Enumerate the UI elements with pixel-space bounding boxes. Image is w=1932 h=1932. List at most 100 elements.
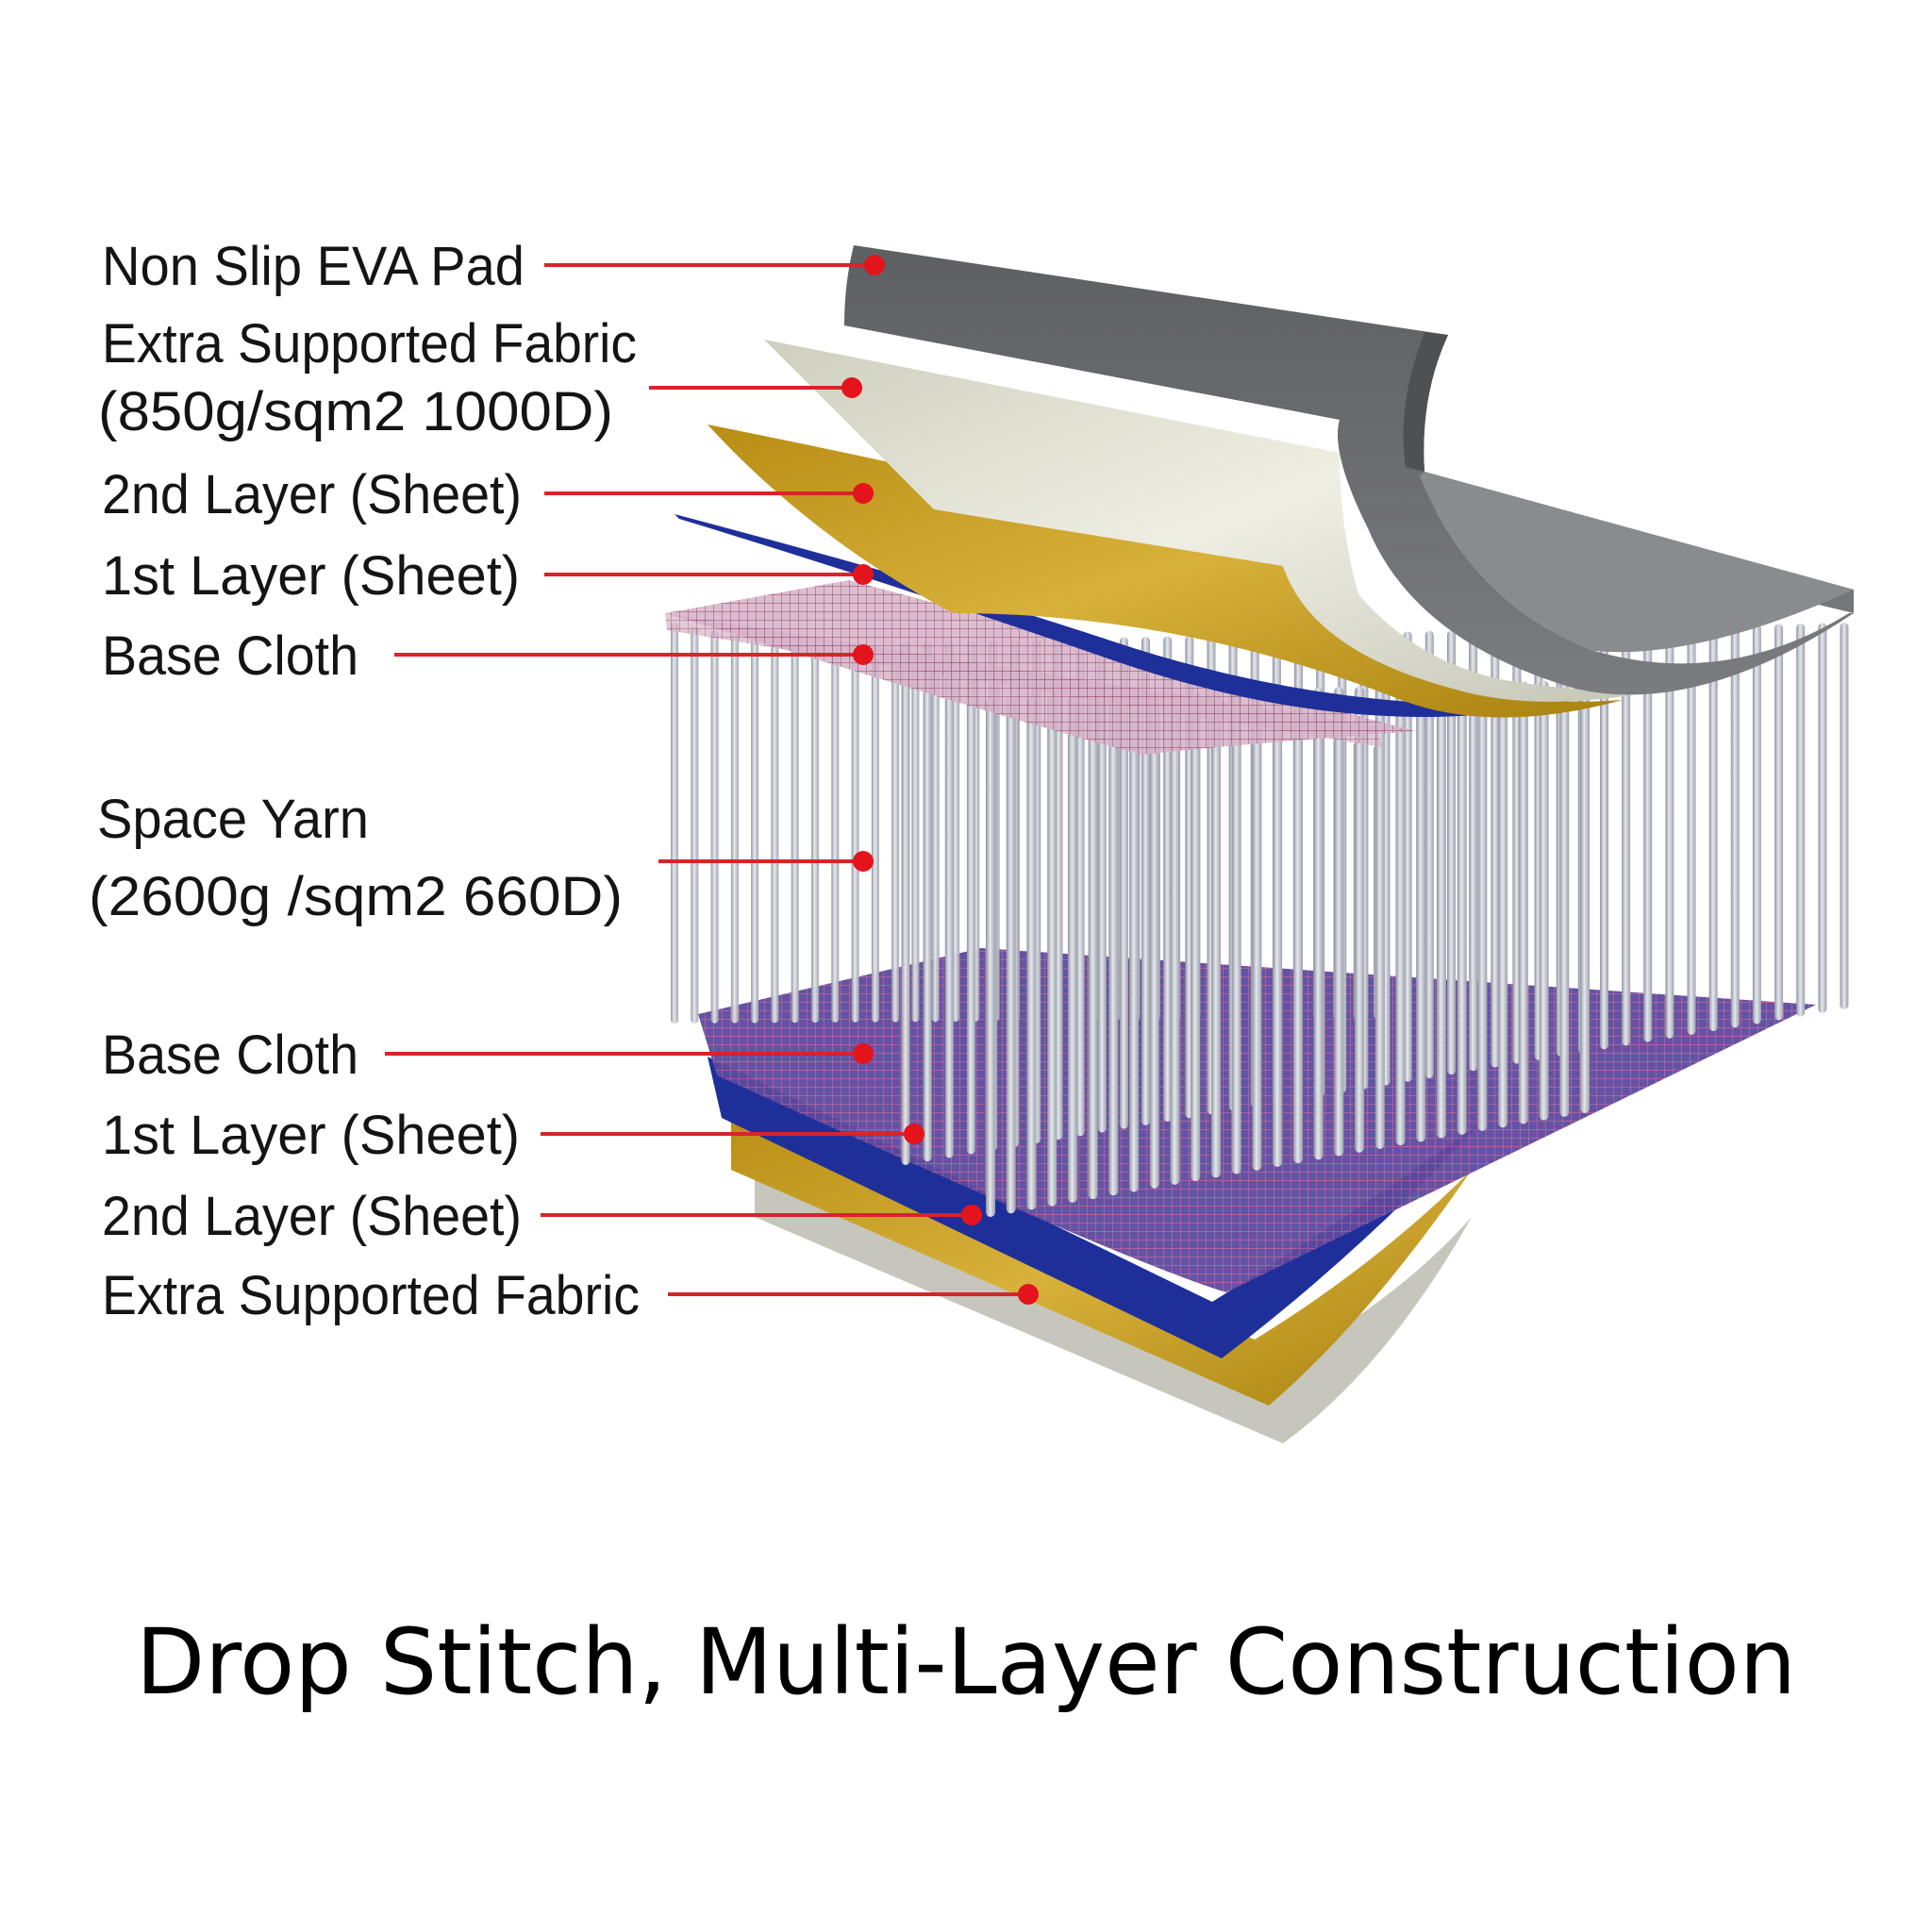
dot-eva-pad (864, 255, 885, 275)
yarn-thread (1559, 679, 1570, 1117)
yarn-thread (986, 698, 995, 1217)
caption: Drop Stitch, Multi-Layer Construction (136, 1609, 1796, 1715)
yarn-thread (931, 668, 940, 1023)
dot-bottom-base-cloth (853, 1043, 874, 1064)
yarn-thread (1374, 685, 1385, 1149)
leader-lines (385, 255, 1039, 1305)
yarn-thread (1191, 691, 1201, 1182)
yarn-thread (966, 640, 975, 1155)
yarn-thread (944, 641, 954, 1158)
yarn-thread (1313, 688, 1324, 1160)
label-bottom-layer1: 1st Layer (Sheet) (102, 1105, 520, 1166)
yarn-thread (1796, 623, 1806, 1017)
yarn-thread (1498, 681, 1508, 1128)
bottom-layer2-sheet (731, 1099, 1472, 1406)
label-bottom-base-cloth: Base Cloth (102, 1024, 358, 1086)
yarn-thread (1129, 693, 1140, 1192)
yarn-thread (1643, 626, 1653, 1042)
yarn-thread (911, 664, 920, 1023)
yarn-thread (1334, 687, 1344, 1157)
yarn-thread (1292, 688, 1303, 1164)
yarn-thread (771, 640, 779, 1024)
yarn-thread (691, 625, 699, 1024)
yarn-thread (1163, 636, 1173, 1122)
yarn-thread (1252, 690, 1262, 1171)
yarn-thread (871, 658, 879, 1023)
yarn-thread (811, 647, 819, 1023)
yarn-thread (1273, 689, 1283, 1167)
top-fabric-sheet (764, 340, 1689, 702)
yarn-thread (1469, 629, 1478, 1072)
yarn-thread (1457, 683, 1467, 1135)
yarn-thread (1047, 695, 1058, 1207)
yarn-thread (1075, 638, 1085, 1137)
dot-space-yarn (853, 851, 874, 872)
bottom-layer1-sheet (708, 1057, 1481, 1358)
yarn-thread (1355, 686, 1364, 1153)
yarn-thread (901, 641, 910, 1165)
yarn-thread (891, 660, 900, 1023)
yarn-thread (710, 629, 719, 1024)
label-space-yarn: Space Yarn (97, 789, 369, 850)
yarn-thread (1774, 624, 1784, 1021)
yarn-thread (1491, 629, 1500, 1068)
label-bottom-fabric: Extra Supported Fabric (102, 1265, 640, 1326)
yarn-thread (1231, 690, 1241, 1174)
yarn-thread (1141, 636, 1150, 1125)
yarn-thread (1067, 695, 1077, 1203)
yarn-thread (1840, 623, 1849, 1009)
yarn-thread (1097, 637, 1107, 1133)
eva-pad (844, 245, 1854, 695)
yarn-thread (1708, 625, 1718, 1031)
yarn-thread (1436, 683, 1446, 1139)
yarn-thread (1006, 697, 1016, 1214)
yarn-thread (1447, 630, 1456, 1075)
yarn-thread (1108, 693, 1119, 1196)
yarn-thread (1026, 696, 1037, 1210)
label-top-layer2: 2nd Layer (Sheet) (102, 464, 522, 525)
yarn-thread (1403, 631, 1412, 1082)
dot-top-layer1 (853, 564, 874, 585)
dot-bottom-layer1 (904, 1124, 924, 1144)
space-yarn (671, 623, 1849, 1217)
yarn-thread (1088, 694, 1098, 1200)
yarn-thread (1518, 681, 1528, 1124)
top-base-cloth (665, 580, 1415, 755)
yarn-thread (1149, 692, 1159, 1189)
label-top-fabric: Extra Supported Fabric (102, 313, 637, 375)
label-top-layer1: 1st Layer (Sheet) (102, 545, 520, 607)
yarn-thread (1211, 691, 1221, 1178)
yarn-thread (831, 650, 840, 1023)
yarn-thread (923, 641, 932, 1162)
dot-top-layer2 (853, 483, 874, 504)
yarn-thread (1395, 685, 1406, 1146)
yarn-thread (730, 633, 739, 1024)
yarn-thread (851, 654, 859, 1023)
yarn-thread (1752, 624, 1761, 1024)
yarn-thread (1539, 680, 1549, 1121)
label-space-yarn-spec: (2600g /sqm2 660D) (89, 866, 623, 927)
yarn-thread (1622, 626, 1631, 1046)
label-top-fabric-spec: (850g/sqm2 1000D) (98, 381, 613, 442)
yarn-thread (1600, 627, 1608, 1050)
yarn-thread (1730, 625, 1740, 1028)
yarn-thread (1424, 630, 1434, 1078)
yarn-thread (1416, 684, 1426, 1142)
yarn-thread (751, 636, 759, 1024)
layer-labels: Non Slip EVA Pad Extra Supported Fabric … (89, 236, 640, 1326)
yarn-thread (671, 623, 678, 1024)
dot-top-fabric (841, 377, 862, 398)
dot-bottom-fabric (1018, 1284, 1039, 1305)
label-top-base-cloth: Base Cloth (102, 625, 358, 687)
yarn-thread (1580, 679, 1590, 1113)
yarn-thread (1687, 625, 1696, 1035)
yarn-thread (952, 672, 959, 1022)
dot-bottom-layer2 (961, 1205, 982, 1225)
yarn-thread (1818, 623, 1827, 1013)
yarn-thread (791, 643, 799, 1024)
yarn-thread (1665, 625, 1674, 1039)
yarn-thread (1170, 691, 1180, 1185)
label-eva-pad: Non Slip EVA Pad (102, 236, 525, 297)
